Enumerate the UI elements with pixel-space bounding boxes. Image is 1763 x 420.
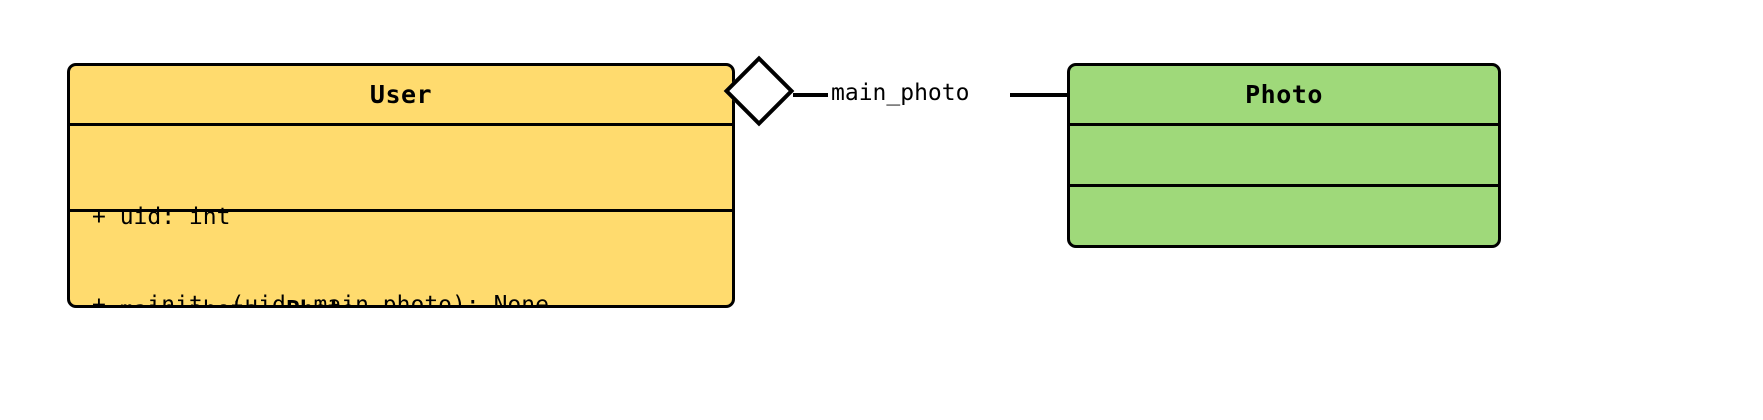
attribute-row: + main_photo: Photo — [92, 295, 710, 305]
association-line-segment-right — [1010, 93, 1068, 97]
operation-row: + __init__(uid, main_photo): None — [92, 292, 549, 308]
uml-class-user[interactable]: User + uid: int + main_photo: Photo + __… — [67, 63, 735, 308]
attribute-text: + uid: int — [92, 204, 231, 230]
class-attributes-user: + uid: int + main_photo: Photo — [70, 123, 732, 305]
class-attributes-photo — [1070, 123, 1498, 184]
association-label-main-photo: main_photo — [828, 78, 973, 108]
attribute-text: + main_photo: — [92, 297, 286, 305]
attribute-row: + uid: int — [92, 202, 710, 233]
attribute-type-ref: Photo — [286, 297, 355, 305]
uml-class-photo[interactable]: Photo — [1067, 63, 1501, 248]
association-line-segment-left — [793, 93, 831, 97]
class-title-user: User — [369, 80, 433, 109]
class-operations-photo — [1070, 184, 1498, 245]
class-title-photo: Photo — [1245, 80, 1323, 109]
class-operations-user: + __init__(uid, main_photo): None — [70, 209, 732, 305]
